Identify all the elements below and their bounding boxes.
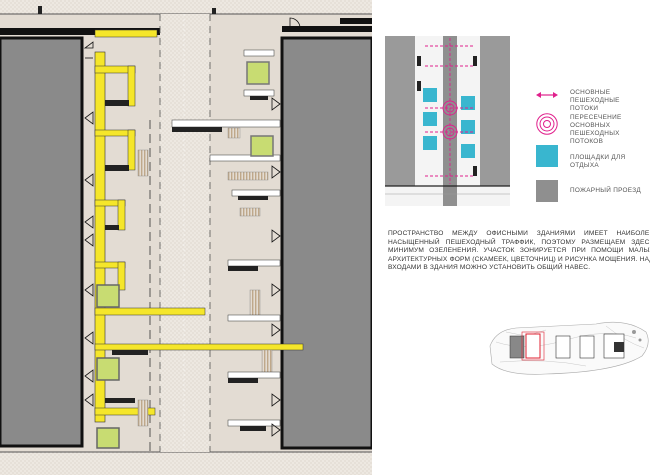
legend-pedestrian-flows: Основные пешеходные потоки	[570, 89, 620, 112]
small-benches	[137, 127, 273, 427]
legend-rest-areas: Площадки для отдыха	[570, 154, 626, 169]
legend-flow-intersection: Пересечение основных пешеходных потоков	[570, 114, 622, 145]
site-plan	[0, 0, 372, 475]
left-doors	[83, 41, 94, 407]
double-arrow-icon	[536, 92, 558, 98]
left-building	[0, 36, 84, 448]
description-text: Пространство между офисными зданиями име…	[388, 230, 650, 272]
location-key-map	[489, 321, 649, 375]
right-platforms	[171, 49, 281, 431]
right-doors	[271, 97, 281, 437]
right-planters	[246, 61, 274, 157]
gray-square-icon	[536, 180, 558, 202]
pedestrian-flow-scheme	[385, 36, 510, 206]
top-dotted-strip	[0, 0, 372, 14]
legend-fire-lane: Пожарный проезд	[570, 187, 641, 194]
fire-lane-strip	[160, 14, 210, 452]
left-planters	[96, 284, 120, 449]
concentric-circles-icon	[536, 113, 558, 135]
right-building	[280, 36, 372, 450]
cyan-square-icon	[536, 145, 558, 167]
bottom-dotted-strip	[0, 452, 372, 475]
left-benches	[94, 29, 304, 416]
left-bench-spine	[94, 51, 106, 423]
